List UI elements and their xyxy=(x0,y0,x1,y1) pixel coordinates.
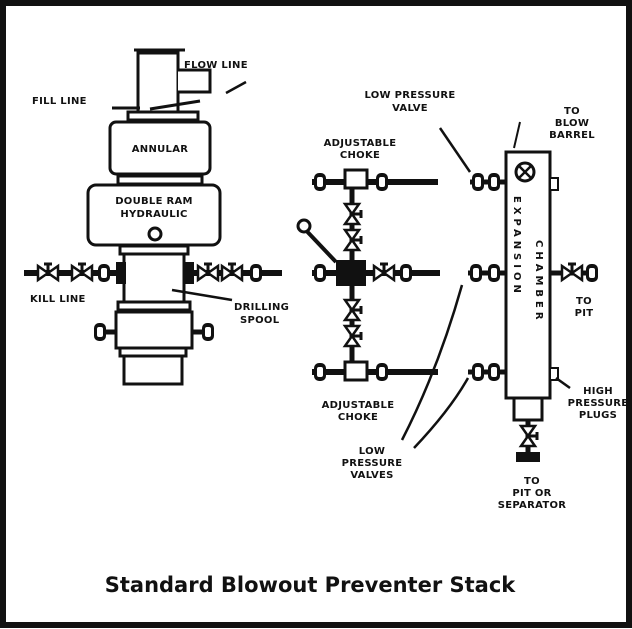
label-pit: PIT xyxy=(575,308,594,319)
label-to-pit: TO xyxy=(576,296,592,307)
label-to-blow: TO xyxy=(564,106,580,117)
label-fill-line-top: FILL LINE xyxy=(32,96,87,107)
label-low-pressure-valve: LOW PRESSURE xyxy=(364,90,455,101)
label-separator: SEPARATOR xyxy=(498,500,567,511)
label-drilling: DRILLING xyxy=(234,302,289,313)
label-to-pit-sep: TO xyxy=(524,476,540,487)
choke-manifold xyxy=(296,168,440,382)
label-double-ram: DOUBLE RAM xyxy=(115,196,193,207)
label-low: LOW xyxy=(359,446,385,457)
label-plugs: PLUGS xyxy=(579,410,617,421)
label-adj-choke-top: ADJUSTABLE xyxy=(324,138,397,149)
caption: Standard Blowout Preventer Stack xyxy=(105,573,517,597)
label-chamber: CHAMBER xyxy=(533,240,544,324)
label-flow-line: FLOW LINE xyxy=(184,60,248,71)
label-high: HIGH xyxy=(583,386,613,397)
label-pit-or: PIT OR xyxy=(512,488,551,499)
label-hydraulic: HYDRAULIC xyxy=(120,209,187,220)
label-barrel: BARREL xyxy=(549,130,595,141)
leader-lines xyxy=(400,127,571,449)
label-valve: VALVE xyxy=(392,103,428,114)
label-spool: SPOOL xyxy=(240,315,280,326)
label-valves: VALVES xyxy=(350,470,393,481)
label-expansion: EXPANSION xyxy=(511,196,522,297)
label-blow: BLOW xyxy=(555,118,589,129)
bop-stack xyxy=(24,48,282,386)
label-annular: ANNULAR xyxy=(132,144,189,155)
label-kill-line: KILL LINE xyxy=(30,294,86,305)
label-pressure: PRESSURE xyxy=(342,458,403,469)
annular-preventer xyxy=(108,120,212,176)
drilling-spool xyxy=(122,252,186,304)
expansion-chamber-assembly xyxy=(468,121,598,462)
label-choke-top: CHOKE xyxy=(340,150,380,161)
label-high-pressure: PRESSURE xyxy=(568,398,629,409)
label-choke-bottom: CHOKE xyxy=(338,412,378,423)
expansion-chamber xyxy=(504,150,552,400)
label-adj-choke-bottom: ADJUSTABLE xyxy=(322,400,395,411)
